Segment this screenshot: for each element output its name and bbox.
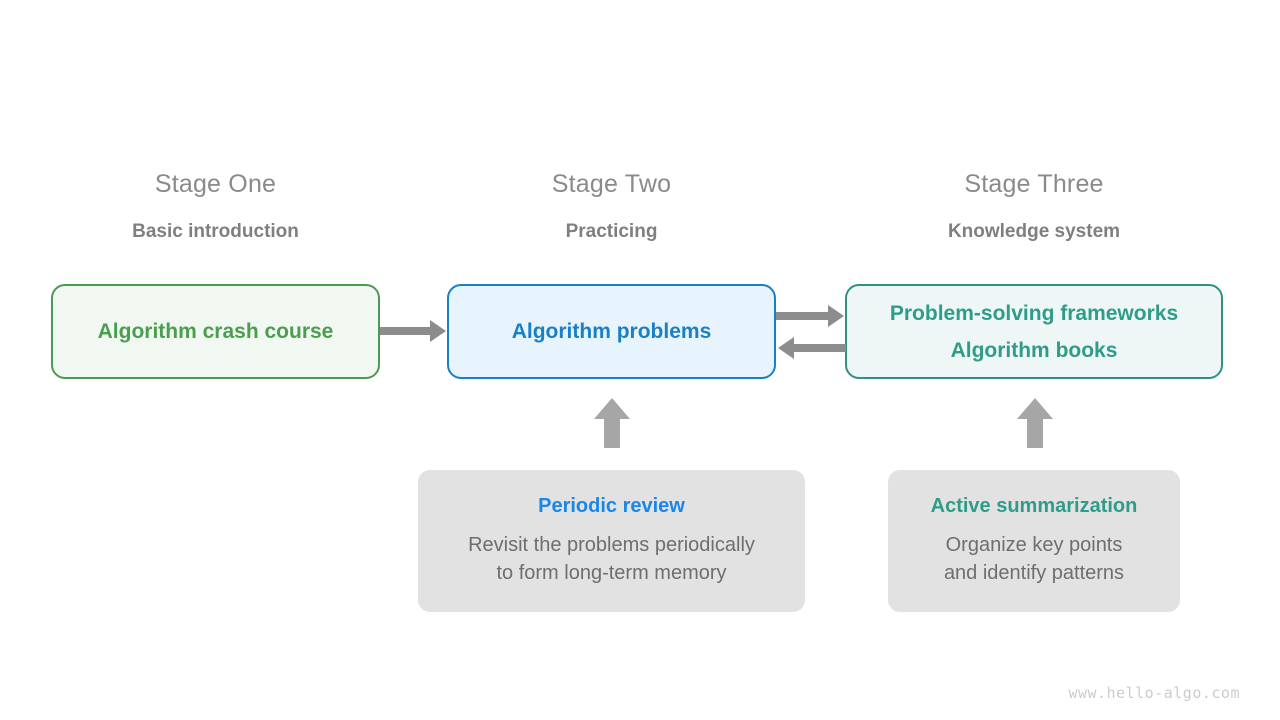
active-summarization-desc-line-2: and identify patterns (943, 562, 1125, 584)
periodic-review-title: Periodic review (538, 495, 685, 517)
stage-two-title: Stage Two (551, 170, 672, 198)
arrow-up-icon-periodic-review (594, 398, 630, 448)
stage-two-box-label: Algorithm problems (511, 320, 712, 343)
stage-one-box-label: Algorithm crash course (97, 320, 334, 343)
arrow-up-icon-active-summarization (1017, 398, 1053, 448)
stage-one-title: Stage One (154, 170, 277, 198)
stage-two-subtitle: Practicing (565, 221, 658, 242)
stage-three-title: Stage Three (964, 170, 1104, 198)
stage-three-box-label-1: Problem-solving frameworks (889, 301, 1179, 325)
stage-three-box-label-2: Algorithm books (950, 338, 1118, 362)
arrow-right-icon-stage-two-to-three (776, 305, 844, 327)
periodic-review-desc-line-2: to form long-term memory (496, 562, 727, 584)
watermark-url: www.hello-algo.com (1068, 684, 1240, 702)
stage-one-subtitle: Basic introduction (132, 221, 299, 242)
stage-two-box[interactable]: Algorithm problems (447, 284, 776, 379)
active-summarization-title: Active summarization (930, 495, 1138, 517)
arrow-right-icon-stage-one-to-two (380, 320, 446, 342)
periodic-review-box[interactable]: Periodic review Revisit the problems per… (418, 470, 805, 612)
active-summarization-box[interactable]: Active summarization Organize key points… (888, 470, 1180, 612)
periodic-review-desc-line-1: Revisit the problems periodically (468, 534, 755, 556)
arrow-left-icon-stage-three-to-two (778, 337, 846, 359)
stage-three-subtitle: Knowledge system (947, 221, 1121, 242)
active-summarization-desc-line-1: Organize key points (945, 534, 1123, 556)
stage-one-box[interactable]: Algorithm crash course (51, 284, 380, 379)
stage-three-box[interactable]: Problem-solving frameworks Algorithm boo… (845, 284, 1223, 379)
